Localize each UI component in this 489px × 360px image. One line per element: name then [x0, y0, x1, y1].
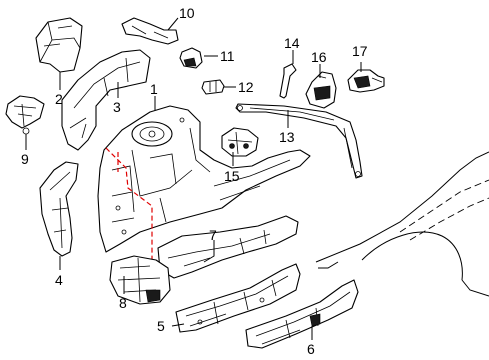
fender-outline [315, 151, 489, 297]
part-6-lower-rail [245, 279, 359, 349]
callout-14: 14 [284, 35, 300, 51]
part-4-lower-panel [39, 161, 79, 257]
part-9-bracket [5, 95, 45, 135]
callout-15: 15 [224, 168, 240, 184]
part-5-frame-rail [175, 263, 301, 333]
part-2-bracket [35, 17, 83, 73]
callout-10: 10 [179, 5, 195, 21]
callout-1: 1 [150, 81, 158, 97]
callout-2: 2 [55, 91, 63, 107]
callout-8: 8 [119, 295, 127, 311]
leader-lines [25, 17, 362, 340]
part-8-plate [109, 255, 171, 305]
callout-11: 11 [220, 48, 235, 64]
callout-16: 16 [311, 49, 327, 65]
part-1-apron [97, 105, 311, 253]
callout-3: 3 [113, 99, 121, 115]
callout-12: 12 [238, 79, 254, 95]
callout-labels: 1 2 3 4 5 6 7 8 9 10 11 12 13 14 15 16 1… [21, 5, 368, 357]
callout-9: 9 [21, 151, 29, 167]
callout-6: 6 [307, 341, 315, 357]
part-12-insert [201, 79, 225, 95]
part-14-rod [279, 63, 297, 99]
callout-7: 7 [209, 227, 217, 243]
part-11-clip [179, 47, 203, 69]
part-13-brace [235, 103, 363, 179]
part-16-mount [305, 71, 337, 109]
part-15-bracket [221, 127, 259, 157]
callout-17: 17 [352, 43, 368, 59]
part-17-mount [347, 69, 385, 93]
callout-5: 5 [157, 318, 165, 334]
part-10-bracket [121, 17, 179, 45]
callout-4: 4 [55, 272, 63, 288]
part-3-upper-rail [61, 49, 151, 151]
part-7-lower-rail [157, 215, 299, 279]
callout-13: 13 [279, 129, 295, 145]
section-cut-lines [105, 147, 153, 272]
